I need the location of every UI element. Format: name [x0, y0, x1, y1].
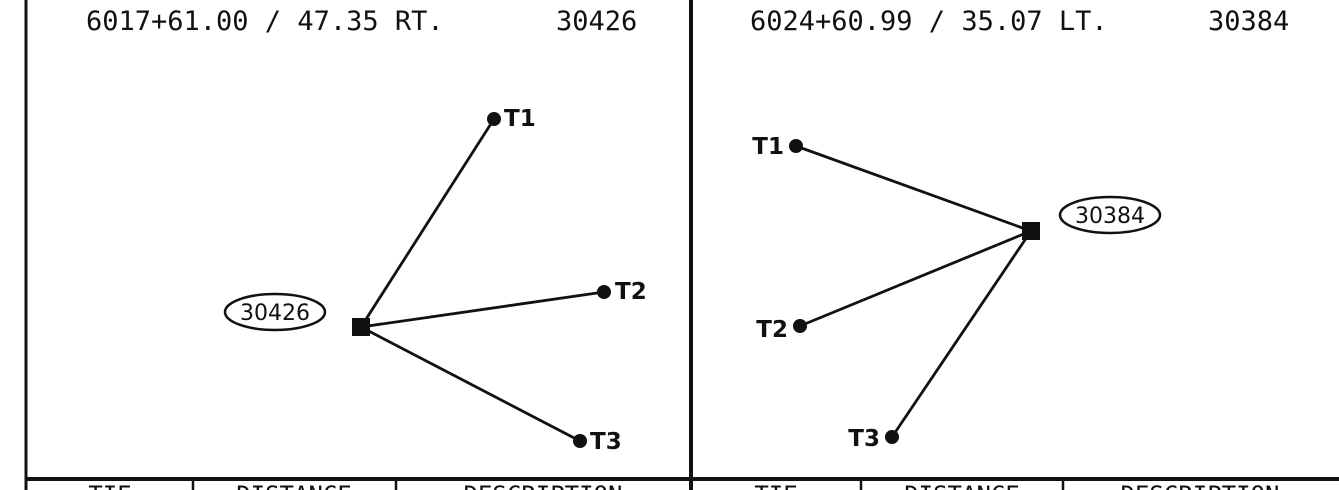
left-table-header-tie: TIE: [88, 481, 131, 490]
right-tie-t2-dot: [793, 319, 807, 333]
left-point-id-ellipse: [223, 292, 327, 332]
right-tie-t3-dot: [885, 430, 899, 444]
right-table-header-tie: TIE: [754, 481, 797, 490]
left-tie-t1-dot: [487, 112, 501, 126]
right-ray-t2: [799, 229, 1032, 328]
right-table-header-description: DESCRIPTION: [1121, 481, 1280, 490]
left-tie-t1-label: T1: [504, 106, 536, 132]
left-panel: 6017+61.00 / 47.35 RT. 30426 30426 T1 T2…: [86, 6, 647, 490]
left-panel-station-title: 6017+61.00 / 47.35 RT.: [86, 6, 444, 37]
right-control-point-marker: [1022, 222, 1040, 240]
right-ray-t3: [890, 230, 1033, 438]
right-point-id-ellipse: [1058, 195, 1162, 235]
left-point-id-label: 30426: [240, 301, 310, 326]
right-panel-point-title: 30384: [1208, 6, 1289, 37]
right-tie-t2-label: T2: [756, 317, 788, 343]
right-tie-t1-dot: [789, 139, 803, 153]
right-panel-station-title: 6024+60.99 / 35.07 LT.: [750, 6, 1108, 37]
right-tie-t3-label: T3: [848, 426, 880, 452]
left-tie-t3-label: T3: [590, 429, 622, 455]
right-point-id-label: 30384: [1075, 204, 1145, 229]
left-table-header-description: DESCRIPTION: [464, 481, 623, 490]
left-panel-point-title: 30426: [556, 6, 637, 37]
left-tie-t2-label: T2: [615, 279, 647, 305]
left-tie-t3-dot: [573, 434, 587, 448]
left-tie-t2-dot: [597, 285, 611, 299]
right-tie-t1-label: T1: [752, 134, 784, 160]
left-ray-t3: [360, 325, 581, 443]
left-ray-t2: [360, 290, 605, 329]
right-ray-t1: [795, 144, 1032, 233]
left-table-header-distance: DISTANCE: [236, 481, 352, 490]
left-ray-t1: [359, 118, 496, 328]
left-control-point-marker: [352, 318, 370, 336]
right-table-header-distance: DISTANCE: [904, 481, 1020, 490]
right-panel: 6024+60.99 / 35.07 LT. 30384 30384 T1 T2…: [750, 6, 1289, 490]
